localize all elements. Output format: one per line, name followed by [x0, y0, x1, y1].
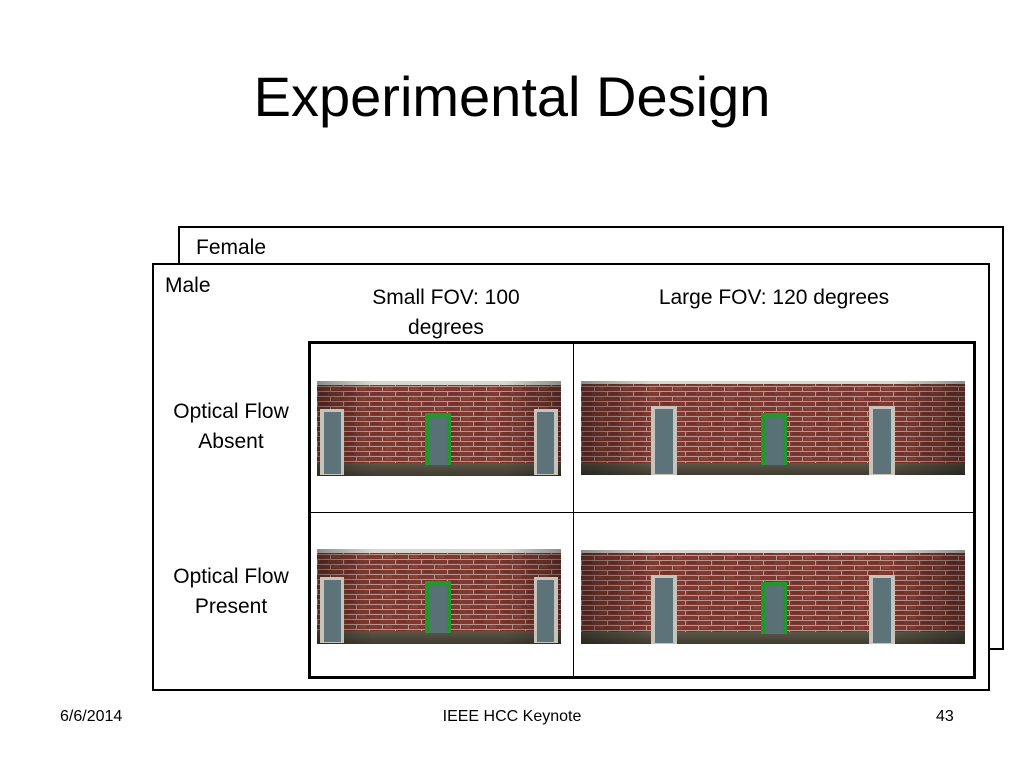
column-header-large-fov: Large FOV: 120 degrees	[614, 283, 934, 313]
column-header-line: Large FOV: 120 degrees	[658, 286, 890, 309]
column-header-small-fov: Small FOV: 100 degrees	[336, 283, 556, 343]
column-header-line: Small FOV: 100	[372, 286, 520, 309]
grid-divider-vertical	[573, 344, 574, 676]
room-image-large-fov-present	[581, 550, 965, 644]
female-label: Female	[196, 236, 267, 259]
row-header-optical-flow-absent: Optical Flow Absent	[156, 397, 306, 457]
row-header-line: Optical Flow	[173, 565, 289, 588]
male-label: Male	[165, 274, 211, 297]
footer-date: 6/6/2014	[60, 708, 123, 725]
slide-title: Experimental Design	[253, 65, 771, 128]
row-header-line: Optical Flow	[173, 400, 289, 423]
condition-grid	[308, 341, 976, 679]
column-header-line: degrees	[408, 316, 484, 339]
row-header-line: Absent	[198, 430, 264, 453]
room-image-small-fov-present	[317, 549, 561, 644]
grid-divider-horizontal	[311, 512, 973, 513]
room-image-large-fov-absent	[581, 381, 965, 475]
row-header-optical-flow-present: Optical Flow Present	[156, 562, 306, 622]
row-header-line: Present	[194, 595, 268, 618]
male-card: Male Small FOV: 100 degrees Large FOV: 1…	[152, 263, 990, 691]
room-image-small-fov-absent	[317, 381, 561, 476]
footer-page-number: 43	[936, 708, 954, 725]
footer-center-text: IEEE HCC Keynote	[442, 708, 582, 725]
